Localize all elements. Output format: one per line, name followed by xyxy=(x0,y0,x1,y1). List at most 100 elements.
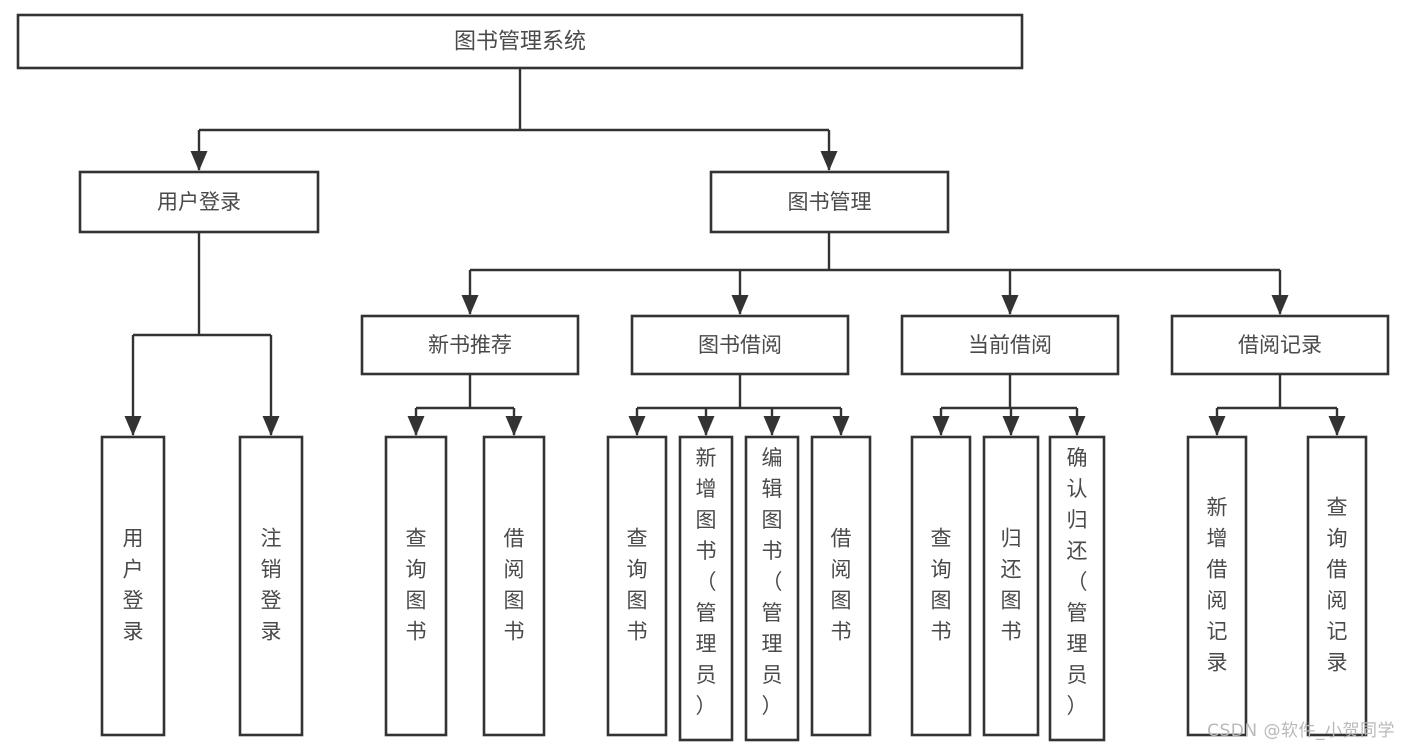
node-level3-3-label: 借阅记录 xyxy=(1238,333,1322,357)
node-leaf-6-rect[interactable] xyxy=(744,435,800,742)
node-leaf-10-char: 管 xyxy=(1067,601,1088,625)
node-leaf-2-char: 查 xyxy=(406,527,427,551)
node-root-rect[interactable] xyxy=(16,13,1024,70)
node-leaf-3-rect[interactable] xyxy=(482,435,546,737)
node-leaf-5-char: 增 xyxy=(696,477,717,501)
node-leaf-1-char: 注 xyxy=(261,527,282,551)
node-leaf-5-rect[interactable] xyxy=(678,435,734,742)
leaf-arrow xyxy=(1068,416,1086,436)
leaf-arrow xyxy=(932,416,950,436)
node-leaf-8-rect[interactable] xyxy=(910,435,972,737)
node-leaf-0-rect[interactable] xyxy=(100,435,166,737)
node-leaf-1-char: 登 xyxy=(261,589,282,613)
node-level2-0[interactable]: 用户登录 xyxy=(78,170,320,234)
node-level3-3-rect[interactable] xyxy=(1170,314,1390,376)
node-level3-1[interactable]: 图书借阅 xyxy=(630,314,850,376)
node-level3-1-rect[interactable] xyxy=(630,314,850,376)
node-leaf-8-char: 查 xyxy=(931,527,952,551)
node-leaf-5-char: 图 xyxy=(696,508,717,532)
node-leaf-6-char: 员 xyxy=(762,663,783,687)
node-leaf-6-char: 书 xyxy=(762,539,783,563)
node-leaf-2-char: 图 xyxy=(406,589,427,613)
node-leaf-8-char: 询 xyxy=(931,558,952,582)
manage-child-arrow xyxy=(1001,295,1019,315)
nodes-layer: 图书管理系统用户登录图书管理新书推荐图书借阅当前借阅借阅记录用户登录注销登录查询… xyxy=(16,13,1390,742)
node-leaf-10-rect[interactable] xyxy=(1048,435,1106,742)
node-leaf-5-char: 新 xyxy=(696,446,717,470)
node-leaf-6-char: ） xyxy=(762,694,783,718)
node-leaf-2-char: 书 xyxy=(406,620,427,644)
node-level3-0-label: 新书推荐 xyxy=(428,333,512,357)
leaf-arrow xyxy=(1208,416,1226,436)
node-leaf-8-char: 图 xyxy=(931,589,952,613)
node-leaf-12-char: 借 xyxy=(1327,558,1348,582)
node-leaf-11-char: 增 xyxy=(1207,527,1228,551)
node-leaf-12-char: 查 xyxy=(1327,496,1348,520)
leaf-arrow xyxy=(1002,416,1020,436)
node-leaf-9-char: 归 xyxy=(1001,527,1022,551)
leaf-arrow xyxy=(1328,416,1346,436)
node-leaf-11-rect[interactable] xyxy=(1186,435,1248,737)
node-level3-0[interactable]: 新书推荐 xyxy=(360,314,580,376)
node-level2-1-label: 图书管理 xyxy=(788,190,872,214)
node-leaf-10-char: ） xyxy=(1067,694,1088,718)
node-leaf-5-char: 书 xyxy=(696,539,717,563)
node-level3-2[interactable]: 当前借阅 xyxy=(900,314,1120,376)
node-level3-3[interactable]: 借阅记录 xyxy=(1170,314,1390,376)
node-leaf-4-rect[interactable] xyxy=(606,435,668,737)
arrow-to-0 xyxy=(190,151,208,171)
node-leaf-0-char: 户 xyxy=(123,558,144,582)
node-level3-2-rect[interactable] xyxy=(900,314,1120,376)
node-leaf-11-char: 录 xyxy=(1207,651,1228,675)
node-leaf-12-rect[interactable] xyxy=(1306,435,1368,737)
node-leaf-1-rect[interactable] xyxy=(238,435,304,737)
node-leaf-9-char: 书 xyxy=(1001,620,1022,644)
connectors-layer xyxy=(124,68,1346,436)
node-leaf-10-char: 还 xyxy=(1067,539,1088,563)
node-leaf-12-char: 阅 xyxy=(1327,589,1348,613)
node-leaf-11-char: 新 xyxy=(1207,496,1228,520)
leaf-arrow xyxy=(832,416,850,436)
node-leaf-9-char: 图 xyxy=(1001,589,1022,613)
manage-child-arrow xyxy=(461,295,479,315)
node-leaf-7-char: 借 xyxy=(831,527,852,551)
node-leaf-1-char: 销 xyxy=(261,558,282,582)
node-leaf-10-char: 确 xyxy=(1067,446,1088,470)
node-leaf-9-rect[interactable] xyxy=(982,435,1040,737)
node-leaf-10-char: 员 xyxy=(1067,663,1088,687)
node-leaf-12-char: 录 xyxy=(1327,651,1348,675)
node-leaf-6-char: （ xyxy=(762,570,783,594)
node-leaf-0[interactable]: 用户登录 xyxy=(100,435,166,737)
manage-child-arrow xyxy=(731,295,749,315)
node-level2-0-label: 用户登录 xyxy=(157,190,241,214)
node-leaf-5-char: 管 xyxy=(696,601,717,625)
node-root-label: 图书管理系统 xyxy=(454,30,586,55)
node-level3-0-rect[interactable] xyxy=(360,314,580,376)
node-root[interactable]: 图书管理系统 xyxy=(16,13,1024,70)
node-leaf-4-char: 图 xyxy=(627,589,648,613)
login-leaf-arrow xyxy=(262,416,280,436)
node-leaf-11-char: 阅 xyxy=(1207,589,1228,613)
node-level2-1[interactable]: 图书管理 xyxy=(709,170,950,234)
node-leaf-0-char: 登 xyxy=(123,589,144,613)
node-level2-0-rect[interactable] xyxy=(78,170,320,234)
node-leaf-10-char: 归 xyxy=(1067,508,1088,532)
node-level2-1-rect[interactable] xyxy=(709,170,950,234)
node-leaf-10-char: （ xyxy=(1067,570,1088,594)
node-leaf-7-rect[interactable] xyxy=(810,435,872,737)
node-leaf-8-char: 书 xyxy=(931,620,952,644)
node-leaf-2-rect[interactable] xyxy=(384,435,448,737)
node-leaf-4-char: 书 xyxy=(627,620,648,644)
